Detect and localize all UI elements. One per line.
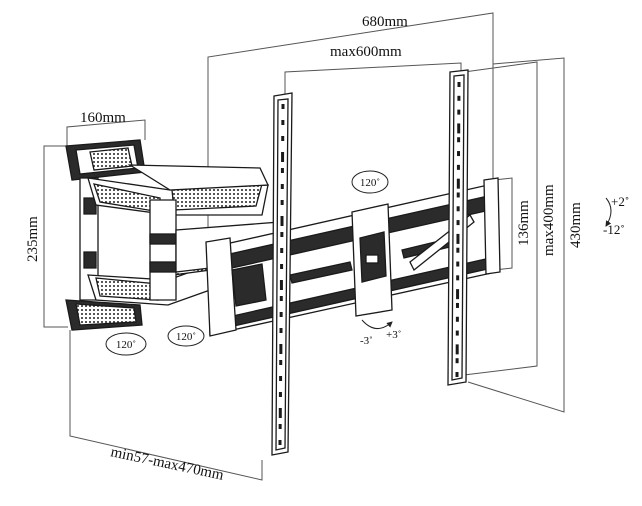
extension-line: [69, 330, 263, 481]
rail-slot: [456, 206, 460, 212]
rotation-left-label: -3˚: [360, 335, 373, 347]
rail-slot: [280, 184, 284, 189]
rail-slot: [457, 137, 461, 143]
rail-slot: [279, 360, 283, 365]
rail-slot: [456, 164, 460, 170]
degree-badge-elbow: 120˚: [167, 325, 205, 347]
degree-badge-wall: 120˚: [105, 332, 147, 356]
rail-slot: [281, 152, 285, 162]
arm-height-label: 235mm: [25, 216, 41, 262]
max-vesa-height-label: max400mm: [541, 184, 557, 256]
rail-slot: [455, 316, 459, 322]
right-vertical-rail: [447, 69, 469, 386]
rail-slot: [280, 248, 284, 253]
rail-slot: [457, 82, 461, 87]
degree-wall-label: 120˚: [116, 339, 136, 351]
wall-plate: [65, 139, 146, 331]
overall-width-line: [207, 12, 494, 248]
swing-arms: [87, 164, 291, 306]
rail-slot: [456, 261, 460, 267]
overall-height-line: [467, 57, 565, 413]
arm-height-line: [43, 145, 68, 328]
rail-slot: [280, 264, 284, 269]
rail-slot: [278, 440, 282, 445]
swivel-indicators: [361, 197, 612, 329]
tilt-down-label: -12˚: [603, 222, 625, 237]
rail-slot: [457, 123, 461, 134]
rail-slot: [455, 330, 459, 336]
rail-slot: [456, 220, 460, 226]
overall-width-label: 680mm: [362, 14, 408, 30]
rail-slots: [278, 82, 461, 445]
rail-slot: [280, 216, 284, 226]
rail-slot: [457, 109, 461, 115]
rail-slot: [281, 136, 285, 141]
max-vesa-width-line: [284, 62, 462, 97]
degree-badge-top: 120˚: [351, 170, 389, 194]
rail-slot: [280, 232, 284, 237]
left-vertical-rail: [271, 92, 293, 456]
rail-slot: [455, 344, 459, 355]
rail-slot: [457, 95, 461, 101]
rail-slot: [279, 376, 283, 381]
rail-slot: [455, 358, 459, 364]
arm-width-line: [66, 119, 146, 148]
tilt-up-label: +2˚: [611, 194, 629, 209]
rail-slot: [280, 200, 284, 205]
overall-height-label: 430mm: [568, 202, 584, 248]
rail-slot: [281, 120, 285, 125]
rail-slot: [456, 275, 460, 281]
bracket-height-line: [493, 177, 513, 271]
rail-slot: [278, 392, 282, 397]
rail-slot: [456, 192, 460, 198]
rail-slot: [456, 247, 460, 253]
rail-slot: [280, 168, 284, 173]
arm-width-label: 160mm: [80, 110, 126, 126]
rail-slot: [279, 296, 283, 301]
rail-slot: [455, 372, 459, 377]
rail-slot: [456, 178, 460, 189]
rail-slot: [278, 424, 282, 429]
max-vesa-height-line: [463, 61, 538, 376]
rail-slot: [456, 233, 460, 244]
degree-top-label: 120˚: [360, 177, 380, 189]
bracket-height-label: 136mm: [516, 200, 532, 246]
rail-slot: [279, 312, 283, 317]
rail-slot: [279, 328, 283, 333]
rail-slot: [455, 302, 459, 308]
extension-label: min57-max470mm: [109, 444, 225, 484]
max-vesa-width-label: max600mm: [330, 44, 402, 60]
rail-slot: [456, 289, 460, 300]
degree-elbow-label: 120˚: [176, 331, 196, 343]
rail-slot: [281, 104, 285, 109]
rotation-right-label: +3˚: [386, 329, 401, 341]
dimension-lines: [43, 12, 565, 481]
rail-slot: [279, 344, 283, 354]
rail-slot: [457, 151, 461, 157]
rail-slot: [279, 280, 283, 290]
rail-slot: [278, 408, 282, 418]
